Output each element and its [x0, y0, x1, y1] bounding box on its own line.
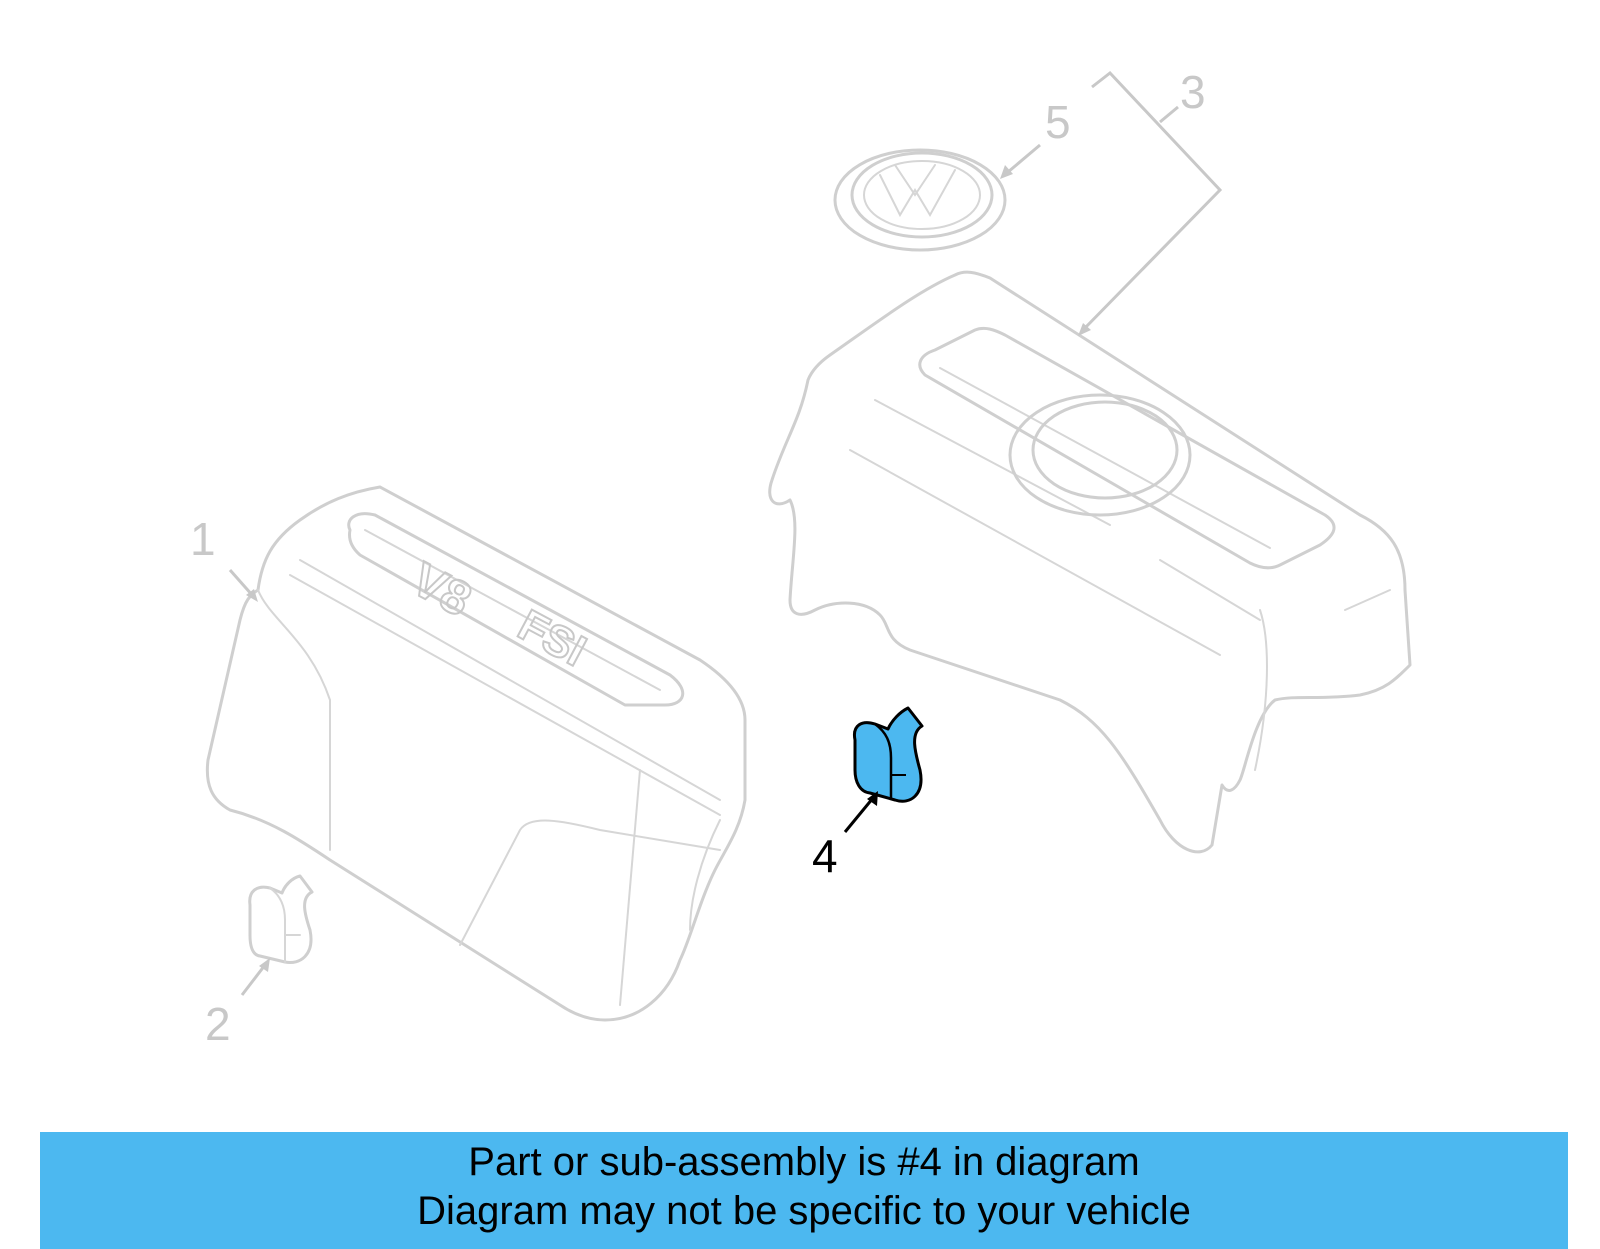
fsi-emblem-text: FSI	[510, 601, 593, 676]
parts-diagram: V8 FSI	[190, 66, 1412, 1050]
part-3-engine-cover-right[interactable]	[768, 270, 1412, 854]
callout-1: 1	[190, 513, 216, 565]
callout-4: 4	[812, 830, 838, 882]
banner-line-1: Part or sub-assembly is #4 in diagram	[468, 1140, 1140, 1184]
callout-leaders	[228, 70, 1223, 996]
callout-5: 5	[1045, 96, 1071, 148]
part-4-clip-highlighted[interactable]	[852, 706, 924, 803]
info-banner: Part or sub-assembly is #4 in diagram Di…	[40, 1132, 1568, 1249]
callout-3: 3	[1180, 66, 1206, 118]
banner-line-2: Diagram may not be specific to your vehi…	[417, 1189, 1191, 1233]
callout-2: 2	[205, 998, 231, 1050]
part-2-clip[interactable]	[248, 874, 314, 965]
part-1-engine-cover-left[interactable]: V8 FSI	[205, 485, 747, 1022]
part-5-badge[interactable]	[833, 148, 1007, 252]
